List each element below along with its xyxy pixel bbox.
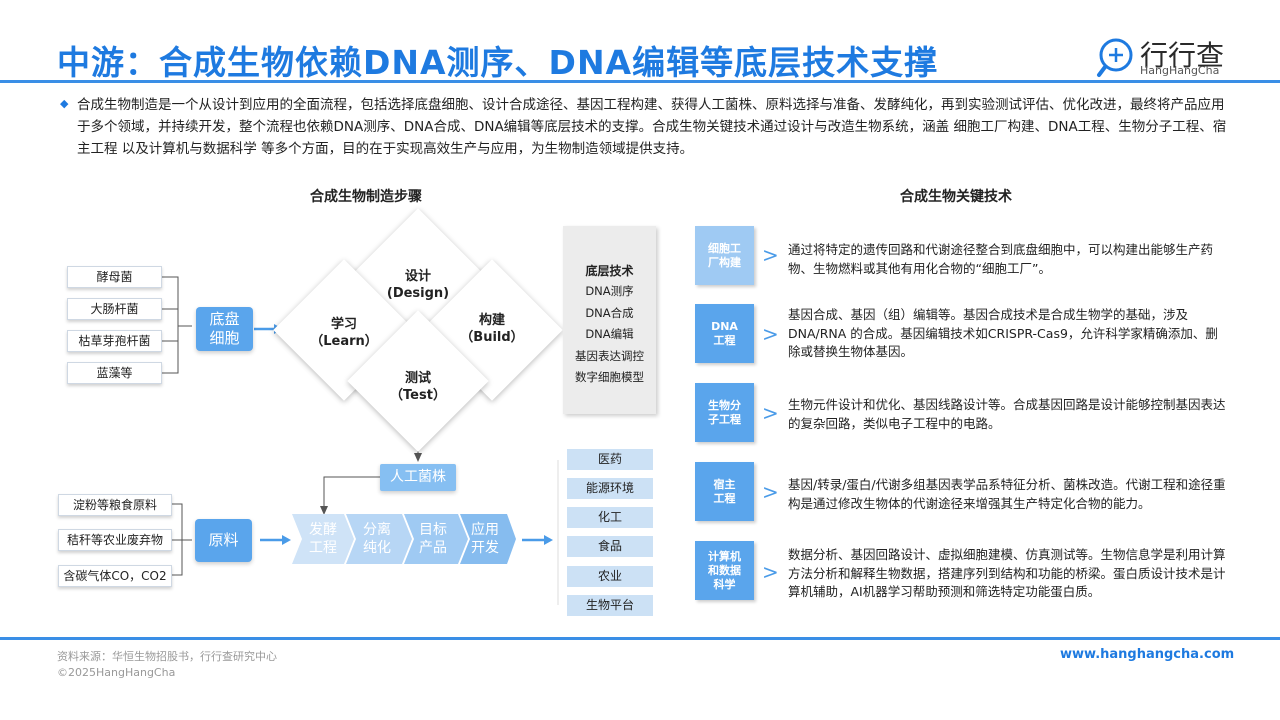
base-tech-item: DNA测序: [585, 284, 634, 298]
process-step-line: 开发: [471, 540, 499, 556]
chassis-cell-box: 底盘细胞: [196, 307, 253, 351]
base-tech-item: DNA编辑: [585, 327, 634, 341]
tech-box-line: 计算机: [708, 549, 741, 563]
application-item: 化工: [567, 507, 653, 528]
build-label: 构建 （Build）: [452, 312, 532, 346]
tech-box-cell-factory: 细胞工厂构建: [695, 226, 754, 285]
base-tech-item: 数字细胞模型: [575, 370, 644, 384]
learn-label: 学习 （Learn）: [304, 316, 384, 350]
design-cn: 设计: [404, 269, 431, 284]
tech-box-line: 工程: [713, 491, 736, 505]
organism-item: 蓝藻等: [67, 362, 162, 384]
logo-magnifier-icon: [1097, 38, 1133, 77]
process-step: 分离 纯化: [356, 521, 398, 557]
tech-box-line: 宿主: [713, 477, 736, 491]
tech-desc: 基因/转录/蛋白/代谢多组基因表学品系特征分析、菌株改造。代谢工程和途径重构是通…: [788, 477, 1226, 511]
base-tech-title: 底层技术: [585, 264, 634, 278]
application-item: 医药: [567, 449, 653, 470]
learn-cn: 学习: [330, 317, 357, 332]
chevron-right-icon: >: [762, 401, 779, 425]
website-link[interactable]: www.hanghangcha.com: [1060, 647, 1235, 662]
chassis-label: 底盘细胞: [209, 310, 240, 347]
application-item: 能源环境: [567, 478, 653, 499]
material-item: 含碳气体CO，CO2: [58, 565, 172, 587]
chevron-right-icon: >: [762, 560, 779, 584]
application-item: 农业: [567, 566, 653, 587]
tech-box-host: 宿主工程: [695, 462, 754, 521]
process-step: 目标 产品: [412, 521, 454, 557]
material-item: 秸秆等农业废弃物: [58, 529, 172, 551]
tech-desc: 数据分析、基因回路设计、虚拟细胞建模、仿真测试等。生物信息学是利用计算方法分析和…: [788, 547, 1226, 599]
process-chevrons: [292, 514, 516, 564]
process-step-line: 目标: [419, 522, 447, 538]
tech-desc: 基因合成、基因（组）编辑等。基因合成技术是合成生物学的基础，涉及DNA/RNA …: [788, 307, 1218, 359]
tech-box-line: 和数据: [708, 563, 741, 577]
footer-divider: [0, 637, 1280, 640]
tech-box-computing: 计算机和数据科学: [695, 541, 754, 600]
tech-box-biomolecular: 生物分子工程: [695, 383, 754, 442]
organism-item: 大肠杆菌: [67, 298, 162, 320]
build-cn: 构建: [478, 313, 505, 328]
tech-box-line: 细胞工: [708, 241, 741, 255]
left-section-title: 合成生物制造步骤: [310, 189, 422, 205]
chevron-right-icon: >: [762, 480, 779, 504]
material-item: 淀粉等粮食原料: [58, 494, 172, 516]
tech-box-line: 子工程: [708, 412, 741, 426]
design-en: (Design): [386, 286, 450, 301]
diamond-bullet-icon: ◆: [60, 97, 69, 110]
page-title: 中游：合成生物依赖DNA测序、DNA编辑等底层技术支撑: [57, 43, 939, 82]
process-step-line: 分离: [363, 522, 391, 538]
chevron-right-icon: >: [762, 322, 779, 346]
test-cn: 测试: [404, 371, 431, 386]
process-step-line: 纯化: [363, 540, 391, 556]
build-en: （Build）: [460, 330, 524, 345]
process-step: 发酵 工程: [302, 521, 344, 557]
tech-box-line: 科学: [713, 577, 736, 591]
tech-box-line: 生物分: [708, 398, 741, 412]
tech-box-line: DNA: [711, 319, 738, 333]
logo-subtitle: HangHangCha: [1140, 64, 1220, 77]
tech-box-line: 工程: [713, 333, 736, 347]
tech-desc: 通过将特定的遗传回路和代谢途径整合到底盘细胞中，可以构建出能够生产药物、生物燃料…: [788, 242, 1214, 276]
logo-name: 行行查: [1140, 39, 1225, 72]
design-label: 设计 (Design): [378, 268, 458, 302]
process-step-line: 发酵: [309, 522, 337, 538]
chevron-right-icon: >: [762, 243, 779, 267]
tech-desc: 生物元件设计和优化、基因线路设计等。合成基因回路是设计能够控制基因表达的复杂回路…: [788, 397, 1226, 431]
tech-box-line: 厂构建: [708, 255, 741, 269]
base-tech-card: 底层技术 DNA测序 DNA合成 DNA编辑 基因表达调控 数字细胞模型: [563, 226, 656, 414]
copyright: ©2025HangHangCha: [57, 666, 176, 679]
header-divider: [0, 80, 1280, 83]
organism-item: 酵母菌: [67, 266, 162, 288]
organism-item: 枯草芽孢杆菌: [67, 330, 162, 352]
process-step: 应用 开发: [464, 521, 506, 557]
test-label: 测试 （Test）: [378, 370, 458, 404]
raw-material-box: 原料: [195, 519, 252, 562]
artificial-strain-box: 人工菌株: [380, 464, 456, 491]
application-item: 食品: [567, 536, 653, 557]
process-step-line: 工程: [309, 540, 337, 556]
intro-paragraph: 合成生物制造是一个从设计到应用的全面流程，包括选择底盘细胞、设计合成途径、基因工…: [77, 97, 1227, 157]
base-tech-item: DNA合成: [585, 305, 634, 320]
logo: [1096, 36, 1136, 77]
process-step-line: 产品: [419, 540, 447, 556]
base-tech-item: 基因表达调控: [575, 348, 644, 363]
learn-en: （Learn）: [310, 334, 378, 349]
process-step-line: 应用: [471, 522, 499, 538]
application-item: 生物平台: [567, 595, 653, 616]
test-en: （Test）: [390, 388, 446, 403]
source-note: 资料来源：华恒生物招股书，行行查研究中心: [57, 650, 277, 663]
right-section-title: 合成生物关键技术: [900, 189, 1012, 205]
